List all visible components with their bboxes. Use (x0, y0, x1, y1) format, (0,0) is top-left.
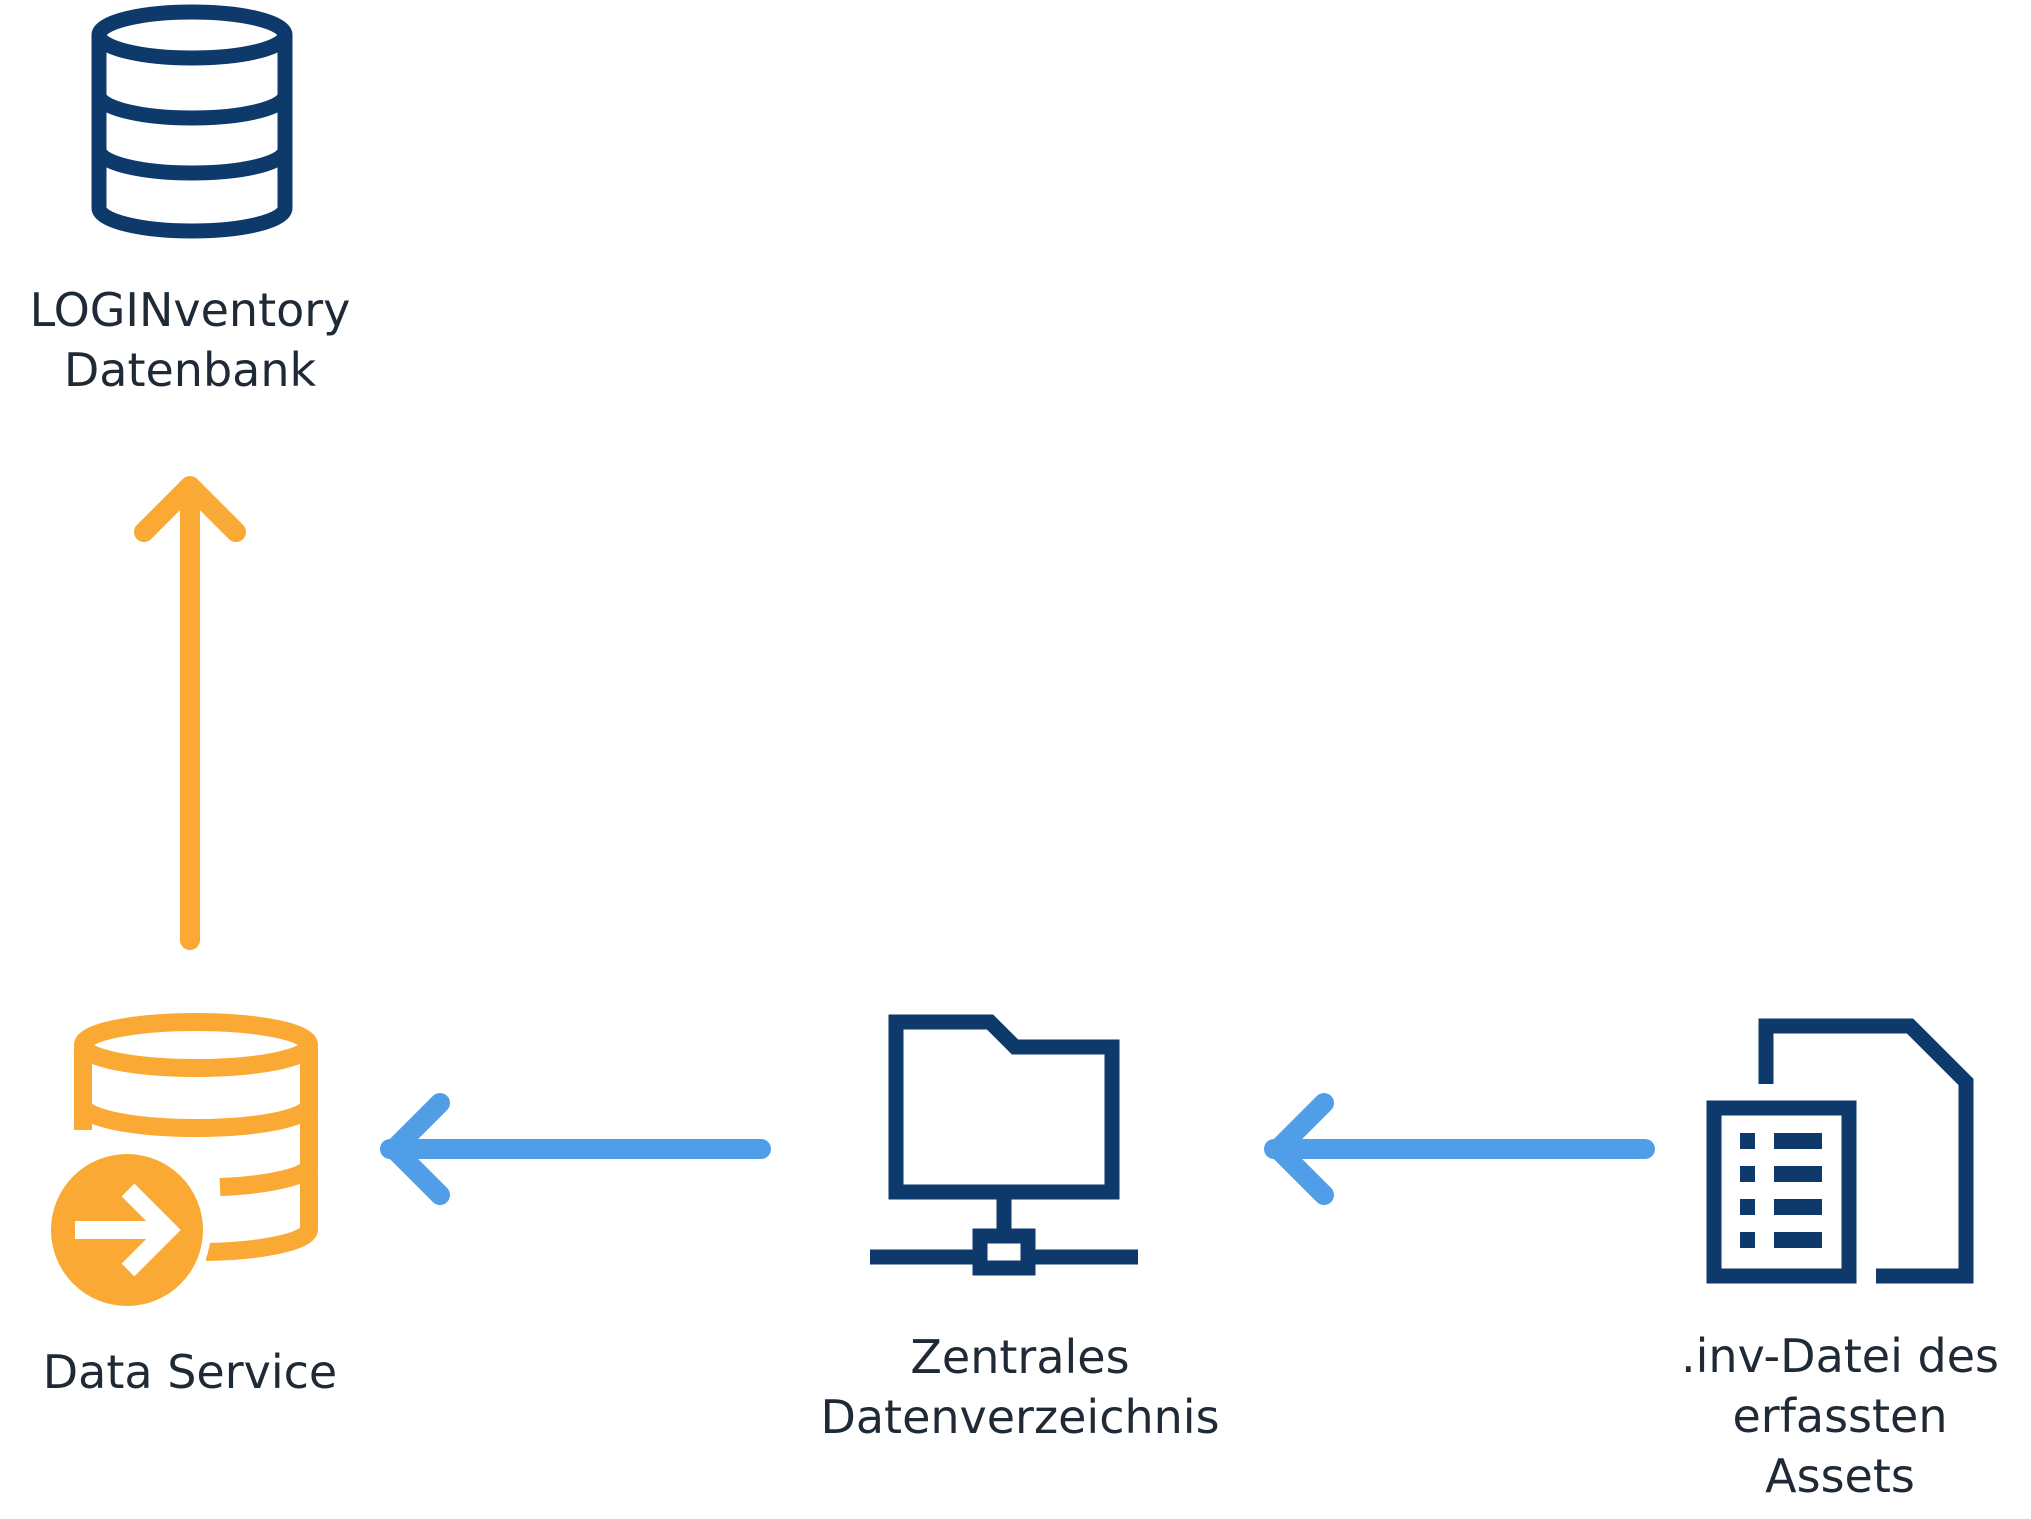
arrow-left-blue-2 (1264, 1093, 1655, 1205)
central-dir-label-line-1: Zentrales (910, 1330, 1130, 1384)
data-service-label: Data Service (20, 1342, 360, 1402)
database-label-line-2: Datenbank (63, 343, 317, 397)
central-dir-label: Zentrales Datenverzeichnis (800, 1327, 1240, 1447)
data-service-label-line-1: Data Service (42, 1345, 338, 1399)
database-label-line-1: LOGINventory (29, 283, 351, 337)
inv-file-icon (1706, 1018, 1974, 1284)
central-dir-label-line-2: Datenverzeichnis (820, 1390, 1220, 1444)
database-icon (91, 4, 293, 239)
inv-file-label: .inv-Datei des erfassten Assets (1660, 1326, 2020, 1506)
arrow-up-orange (134, 476, 246, 950)
arrow-left-blue-1 (380, 1093, 771, 1205)
inv-file-label-line-3: Assets (1765, 1449, 1915, 1503)
database-label: LOGINventory Datenbank (20, 280, 360, 400)
network-folder-icon (870, 1014, 1138, 1276)
inv-file-label-line-1: .inv-Datei des (1681, 1329, 1999, 1383)
inv-file-label-line-2: erfassten (1732, 1389, 1948, 1443)
data-service-icon (43, 1013, 318, 1314)
